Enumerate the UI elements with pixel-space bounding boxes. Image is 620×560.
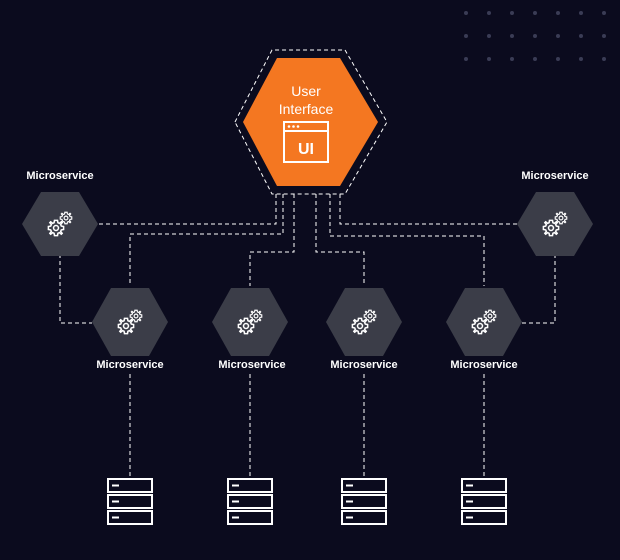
dot [487, 57, 491, 61]
microservice-label-top-right: Microservice [521, 170, 589, 182]
browser-window-icon: UI [283, 121, 329, 163]
dot [533, 11, 537, 15]
dot [510, 11, 514, 15]
server-stack-icon [461, 478, 507, 525]
server-stack-icon [341, 478, 387, 525]
line-ui-m1 [129, 194, 284, 286]
dot [602, 57, 606, 61]
line-ui-left [96, 194, 277, 225]
line-ui-m3 [315, 194, 365, 286]
microservice-label-4: Microservice [450, 359, 518, 371]
ui-title-line1: User [291, 83, 321, 99]
dot [579, 11, 583, 15]
line-mr-m4 [522, 254, 556, 324]
ui-badge: UI [298, 141, 314, 158]
dot [487, 34, 491, 38]
microservice-label-top-left: Microservice [26, 170, 94, 182]
microservice-node-top-left [22, 192, 98, 256]
dot [602, 11, 606, 15]
microservice-nodes [22, 192, 593, 356]
line-ui-m4 [329, 194, 485, 286]
dot [556, 34, 560, 38]
ui-outline [234, 49, 388, 195]
microservice-node-4 [446, 288, 522, 356]
dot [533, 34, 537, 38]
ui-title: User Interface [246, 82, 366, 118]
dot [579, 57, 583, 61]
dot [556, 57, 560, 61]
microservice-label-1: Microservice [96, 359, 164, 371]
microservice-node-3 [326, 288, 402, 356]
dot [510, 34, 514, 38]
line-ui-m2 [249, 194, 295, 286]
microservice-label-3: Microservice [330, 359, 398, 371]
dot [487, 11, 491, 15]
microservice-node-top-right [517, 192, 593, 256]
line-ui-right [339, 194, 518, 225]
line-ml-m1 [59, 254, 92, 324]
server-stack-icon [227, 478, 273, 525]
connectors [59, 49, 556, 478]
microservice-node-1 [92, 288, 168, 356]
microservice-node-2 [212, 288, 288, 356]
dot [602, 34, 606, 38]
databases [107, 478, 507, 525]
microservice-label-2: Microservice [218, 359, 286, 371]
dot [464, 57, 468, 61]
ui-title-line2: Interface [278, 101, 334, 117]
dot [533, 57, 537, 61]
dot [464, 34, 468, 38]
dot [556, 11, 560, 15]
server-stack-icon [107, 478, 153, 525]
dot [464, 11, 468, 15]
dot-grid [464, 11, 606, 61]
dot [510, 57, 514, 61]
ui-node: UI [243, 58, 378, 186]
dot [579, 34, 583, 38]
